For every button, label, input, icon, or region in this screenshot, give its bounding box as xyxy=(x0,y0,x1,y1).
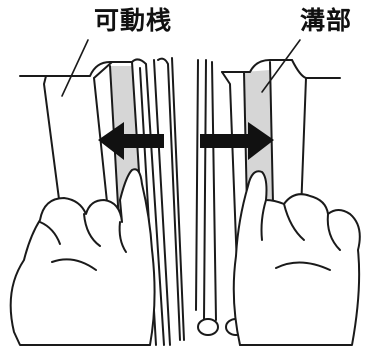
right-label-leader xyxy=(261,39,301,93)
right-arrow-icon xyxy=(200,122,274,160)
right-hand xyxy=(232,170,361,346)
left-arrow-icon xyxy=(98,122,164,160)
groove-label: 溝部 xyxy=(300,6,353,35)
left-label-leader xyxy=(61,39,89,97)
movable-rail-label: 可動桟 xyxy=(94,6,173,35)
left-hand xyxy=(9,168,156,346)
